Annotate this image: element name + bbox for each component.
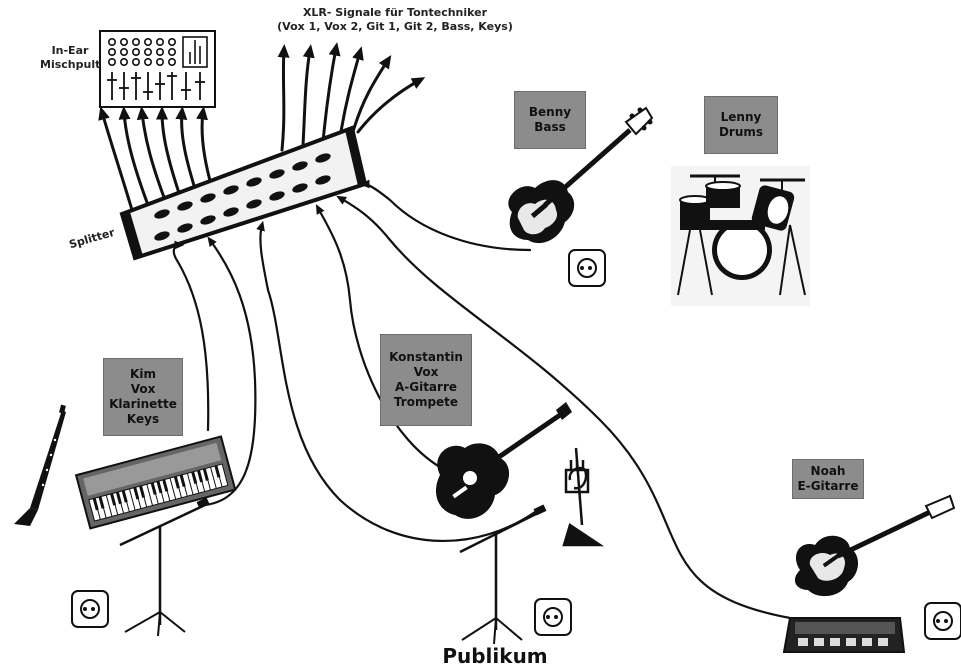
power-socket-icon: [534, 598, 572, 636]
electric-guitar-icon: [794, 494, 956, 597]
acoustic-guitar-icon: [435, 402, 572, 519]
microphone-stand-icon: [119, 497, 210, 637]
bass-guitar-icon: [508, 106, 654, 244]
musician-role: Klarinette: [109, 397, 177, 411]
musician-role: E-Gitarre: [797, 479, 859, 493]
keyboard-icon: [74, 435, 237, 530]
musician-box-lenny: Lenny Drums: [704, 96, 778, 154]
microphone-stand-icon: [459, 504, 547, 645]
input-cables: [172, 179, 792, 620]
musician-role: Vox: [130, 382, 156, 396]
in-ear-label-line: In-Ear: [51, 44, 89, 57]
xlr-label-title: XLR- Signale für Tontechniker: [302, 6, 488, 19]
musician-name: Noah: [810, 464, 846, 478]
power-socket-icon: [924, 602, 961, 640]
drum-kit-icon: [671, 166, 810, 306]
xlr-label: XLR- Signale für Tontechniker (Vox 1, Vo…: [250, 6, 540, 34]
musician-role: A-Gitarre: [394, 380, 458, 394]
musician-box-kim: Kim Vox Klarinette Keys: [103, 358, 183, 436]
pedalboard-icon: [782, 617, 906, 653]
musician-role: Keys: [126, 412, 160, 426]
power-socket-icon: [71, 590, 109, 628]
splitter-icon: [119, 125, 368, 261]
in-ear-label-line: Mischpult: [40, 58, 101, 71]
audience-label: Publikum: [442, 644, 548, 668]
musician-role: Trompete: [393, 395, 459, 409]
musician-name: Kim: [130, 367, 156, 381]
musician-name: Lenny: [720, 110, 762, 124]
musician-role: Bass: [534, 120, 566, 134]
musician-box-konstantin: Konstantin Vox A-Gitarre Trompete: [380, 334, 472, 426]
trumpet-icon: [562, 447, 605, 547]
musician-role: Vox: [413, 365, 439, 379]
in-ear-label: In-Ear Mischpult: [40, 44, 100, 72]
musician-name: Konstantin: [389, 350, 463, 364]
xlr-cables: [277, 42, 426, 152]
musician-box-benny: Benny Bass: [514, 91, 586, 149]
musician-box-noah: Noah E-Gitarre: [792, 459, 864, 499]
power-socket-icon: [568, 249, 606, 287]
xlr-label-channels: (Vox 1, Vox 2, Git 1, Git 2, Bass, Keys): [277, 20, 513, 33]
musician-role: Drums: [718, 125, 764, 139]
clarinet-icon: [14, 404, 66, 526]
mixer-icon: [99, 30, 216, 108]
musician-name: Benny: [528, 105, 572, 119]
